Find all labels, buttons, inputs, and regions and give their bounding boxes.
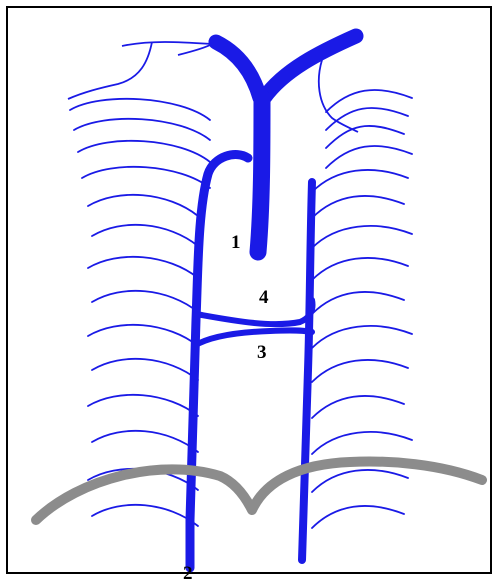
right-lateral-vessel [312, 432, 412, 454]
right-lateral-vessel [326, 146, 412, 168]
left-lateral-vessel [82, 167, 210, 188]
y-trunk-right-branch [264, 36, 356, 98]
right-lateral-vessel [312, 226, 412, 248]
vessel-1-trunk [258, 98, 262, 252]
vessel-2-left-longitudinal [190, 155, 248, 568]
left-lateral-vessel [92, 431, 198, 452]
right-lateral-vessel [312, 292, 404, 314]
label-4: 4 [259, 287, 269, 308]
right-lateral-vessel [312, 470, 408, 492]
left-lateral-vessel [74, 119, 210, 140]
right-longitudinal-vessel [302, 182, 312, 560]
left-lateral-vessel [88, 195, 198, 216]
label-1: 1 [231, 232, 241, 253]
top-left-thin-vessel [122, 42, 212, 55]
left-lateral-vessel [88, 257, 198, 278]
right-lateral-vessel [312, 326, 412, 348]
right-lateral-vessel [312, 360, 408, 382]
left-lateral-vessel [70, 99, 210, 120]
vessel-3-connection [194, 330, 312, 346]
right-lateral-vessel [312, 506, 404, 528]
left-lateral-vessel [88, 395, 198, 416]
top-left-curve-vessel [68, 42, 152, 99]
right-lateral-vessel [312, 396, 404, 418]
left-lateral-vessel [92, 505, 198, 526]
vessel-4-connection [196, 300, 313, 324]
left-lateral-vessel [78, 141, 210, 162]
label-2: 2 [183, 563, 193, 582]
right-lateral-vessel [312, 196, 404, 218]
right-lateral-vessel [312, 170, 408, 192]
left-lateral-vessel [92, 291, 198, 312]
y-trunk-left-branch [216, 42, 260, 98]
left-lateral-vessel [92, 359, 198, 380]
top-right-curve-vessel [319, 60, 358, 132]
right-lateral-vessel [326, 126, 404, 148]
right-lateral-vessel [312, 258, 408, 280]
left-lateral-vessel [88, 325, 198, 346]
left-lateral-vessel [92, 225, 198, 246]
label-3: 3 [257, 342, 267, 363]
